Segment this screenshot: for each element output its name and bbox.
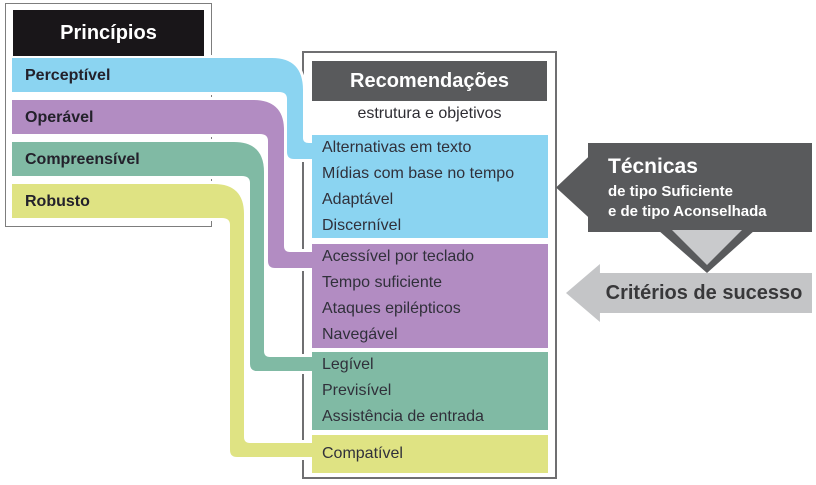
recommendation-item: Navegável xyxy=(322,326,398,343)
down-arrow-icon xyxy=(658,230,755,273)
success-criteria-label: Critérios de sucesso xyxy=(605,281,803,304)
recommendations-subtitle: estrutura e objetivos xyxy=(357,105,502,122)
recommendation-item: Assistência de entrada xyxy=(322,408,484,425)
recommendations-box: Recomendações estrutura e objetivos Alte… xyxy=(302,51,557,479)
recommendation-item: Tempo suficiente xyxy=(322,274,443,291)
recommendation-group-operavel: Acessível por teclado Tempo suficiente A… xyxy=(312,244,548,348)
principles-header: Princípios xyxy=(13,10,204,56)
recommendation-item: Adaptável xyxy=(322,190,394,208)
principle-label-operavel: Operável xyxy=(25,109,94,126)
recommendation-item: Discernível xyxy=(322,216,402,234)
recommendation-group-robusto: Compatível xyxy=(312,435,548,473)
techniques-line2: de tipo Suficiente xyxy=(608,183,734,200)
principle-label-robusto: Robusto xyxy=(25,193,90,210)
recommendation-item: Legível xyxy=(322,356,374,373)
principles-box: Princípios Perceptível Operável Compreen… xyxy=(5,3,212,227)
success-criteria-callout: Critérios de sucesso xyxy=(566,264,812,322)
techniques-callout: Técnicas de tipo Suficiente e de tipo Ac… xyxy=(556,143,812,232)
principle-label-compreensivel: Compreensível xyxy=(25,151,140,168)
recommendation-item: Mídias com base no tempo xyxy=(322,164,515,182)
recommendation-item: Acessível por teclado xyxy=(322,248,475,265)
recommendation-item: Compatível xyxy=(322,445,403,462)
techniques-title: Técnicas xyxy=(608,155,698,178)
recommendation-group-perceptivel: Alternativas em texto Mídias com base no… xyxy=(312,135,548,238)
recommendation-item: Alternativas em texto xyxy=(322,138,472,156)
recommendation-group-compreensivel: Legível Previsível Assistência de entrad… xyxy=(312,352,548,430)
techniques-line3: e de tipo Aconselhada xyxy=(608,203,767,220)
down-arrow-inner-triangle xyxy=(672,230,742,265)
principle-label-perceptivel: Perceptível xyxy=(25,67,111,84)
recommendation-item: Previsível xyxy=(322,382,392,399)
recommendation-item: Ataques epilépticos xyxy=(322,300,461,317)
recommendations-header: Recomendações xyxy=(312,61,547,101)
